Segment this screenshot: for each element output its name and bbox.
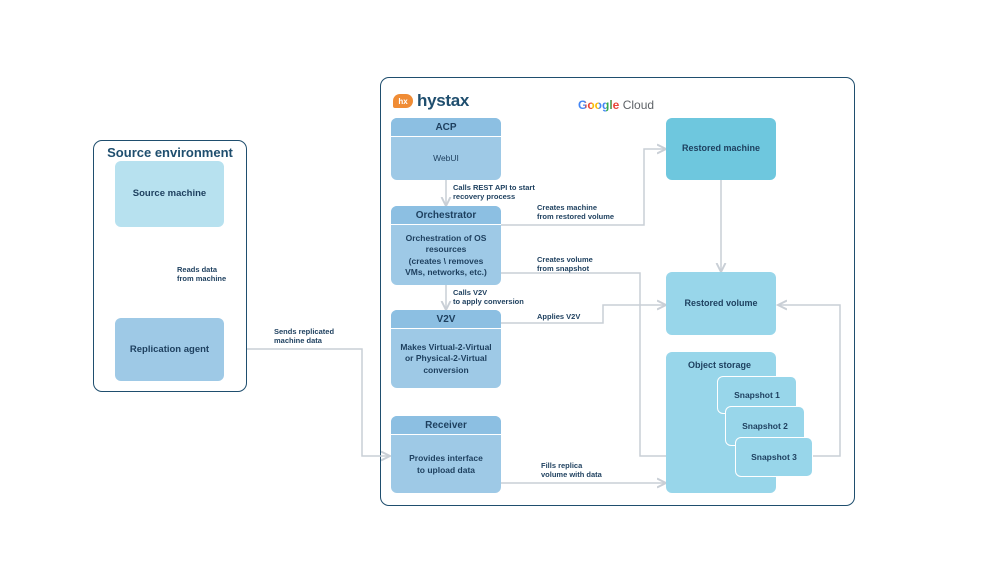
snapshot-3: Snapshot 3 (735, 437, 813, 477)
v2v-title: V2V (391, 310, 501, 329)
arrow-orch-to-restored-machine (501, 149, 666, 226)
arrow-v2v-to-volume (501, 305, 666, 324)
cloud-wordmark: Cloud (622, 98, 655, 112)
acp-body: WebUI (433, 153, 459, 164)
replication-agent-box: Replication agent (115, 318, 224, 381)
restored-volume-box: Restored volume (666, 272, 776, 335)
receiver-body: Provides interface to upload data (409, 453, 483, 475)
hystax-logo: hx hystax (393, 91, 470, 110)
v2v-body: Makes Virtual-2-Virtual or Physical-2-Vi… (400, 342, 492, 375)
receiver-title: Receiver (391, 416, 501, 435)
google-cloud-logo: Google Cloud (578, 98, 654, 112)
hystax-logo-icon: hx (393, 94, 413, 108)
orchestrator-body: Orchestration of OS resources (creates \… (405, 233, 487, 277)
applies-v2v-note: Applies V2V (537, 312, 581, 321)
restored-machine-box: Restored machine (666, 118, 776, 180)
v2v-box: V2V Makes Virtual-2-Virtual or Physical-… (391, 310, 501, 388)
receiver-box: Receiver Provides interface to upload da… (391, 416, 501, 493)
orchestrator-box: Orchestrator Orchestration of OS resourc… (391, 206, 501, 285)
source-environment-title: Source environment (107, 145, 233, 160)
acp-box: ACP WebUI (391, 118, 501, 180)
orchestrator-title: Orchestrator (391, 206, 501, 225)
object-storage-title: Object storage (688, 360, 752, 370)
arrow-snapshot-to-volume (778, 305, 841, 457)
acp-title: ACP (391, 118, 501, 137)
google-wordmark: Google (578, 98, 620, 112)
arrow-agent-to-receiver (225, 348, 390, 456)
hystax-logo-text: hystax (417, 91, 470, 110)
source-machine-box: Source machine (115, 161, 224, 227)
